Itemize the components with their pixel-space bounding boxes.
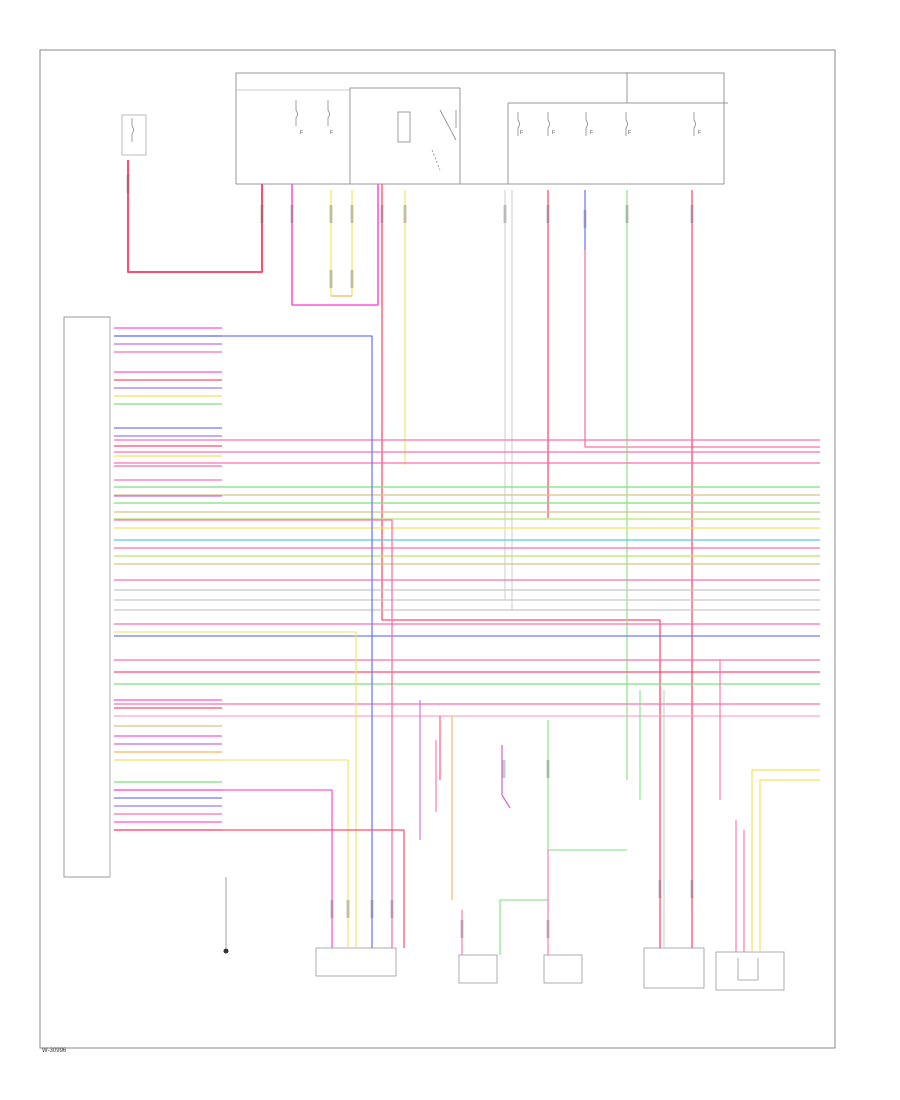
connector-tick [346, 900, 350, 918]
wire [584, 250, 820, 448]
wire [114, 789, 333, 948]
ecm-connector [63, 316, 111, 878]
connector-tick [625, 205, 629, 223]
wire-harness [114, 160, 820, 955]
fuse-relay-box: F F F F F F F [235, 72, 728, 185]
shutoff-solenoid-component [643, 947, 705, 989]
wire [291, 184, 379, 306]
connector-tick [390, 900, 394, 918]
connector-tick [330, 900, 334, 918]
wire [547, 720, 627, 851]
wire [381, 184, 661, 948]
connector-tick [370, 900, 374, 918]
connector-tick [546, 760, 550, 778]
svg-text:F: F [520, 130, 523, 136]
wire [127, 160, 263, 273]
page-code: W-30996 [42, 1048, 67, 1054]
throttle-body-component [315, 947, 397, 977]
svg-text:F: F [698, 130, 701, 136]
connector-tick [403, 205, 407, 223]
connector-tick [546, 205, 550, 223]
connector-tick [546, 920, 550, 938]
trans-sensor-component [715, 951, 785, 991]
crank-sensor-component [458, 954, 498, 984]
wire [751, 769, 820, 952]
hot-at-all-times-fuse [121, 114, 147, 156]
wire [114, 759, 349, 948]
connector-tick [329, 270, 333, 288]
connector-tick [350, 270, 354, 288]
fuse-symbols [295, 100, 696, 136]
page-frame [39, 49, 836, 1049]
relay-symbol [397, 109, 457, 171]
svg-text:F: F [628, 130, 631, 136]
connector-tick [583, 210, 587, 228]
svg-text:F: F [330, 130, 333, 136]
connector-tick [290, 205, 294, 223]
connector-tick [658, 880, 662, 898]
connector-tick [126, 175, 130, 193]
connector-tick [502, 760, 506, 778]
wire [114, 335, 373, 948]
cam-sensor-component [543, 954, 583, 984]
connector-tick [690, 880, 694, 898]
svg-text:F: F [300, 130, 303, 136]
connector-tick [460, 920, 464, 938]
connector-tick [690, 205, 694, 223]
knock-sensor [501, 745, 511, 809]
wire [114, 519, 393, 948]
connector-tick [260, 205, 264, 223]
connector-tick [380, 205, 384, 223]
bottom-components [315, 947, 785, 991]
wire [759, 779, 820, 952]
wire [114, 829, 405, 948]
ground-symbol [223, 877, 229, 954]
wire [499, 899, 548, 955]
wire [114, 631, 357, 948]
connector-tick [329, 205, 333, 223]
connector-tick [350, 205, 354, 223]
connector-tick [503, 205, 507, 223]
svg-text:F: F [552, 130, 555, 136]
svg-text:F: F [590, 130, 593, 136]
